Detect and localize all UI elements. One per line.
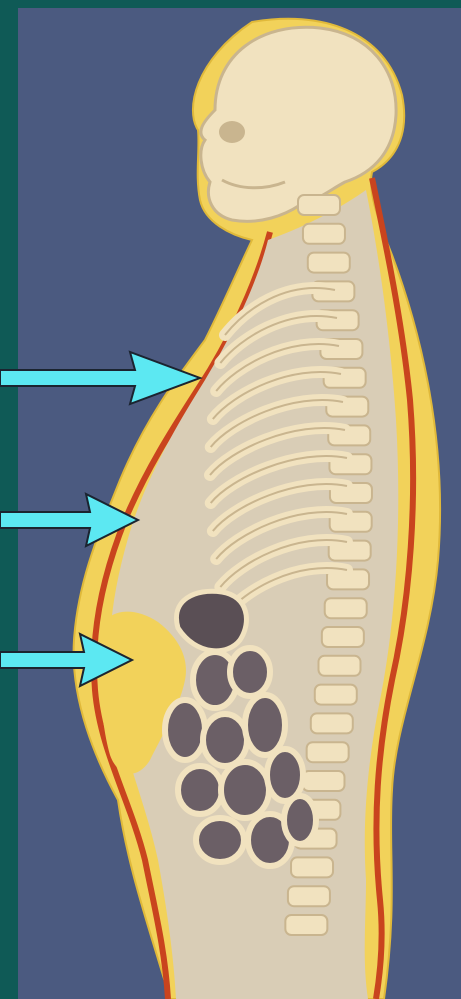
intestine-loop [165, 700, 205, 760]
intestine-loop [284, 796, 316, 844]
vertebra [288, 886, 330, 906]
vertebra [307, 742, 349, 762]
vertebra [302, 771, 344, 791]
vertebra [319, 656, 361, 676]
vertebra [303, 224, 345, 244]
intestine-loop [196, 818, 244, 862]
intestine-loop [203, 714, 247, 766]
vertebra [315, 685, 357, 705]
vertebra [311, 713, 353, 733]
intestine-loop [221, 762, 269, 818]
intestine-loop [230, 648, 270, 696]
vertebra [298, 195, 340, 215]
vertebra [325, 598, 367, 618]
vertebra [322, 627, 364, 647]
vertebra [285, 915, 327, 935]
stomach [176, 591, 246, 651]
intestine-loop [178, 766, 222, 814]
vertebra [308, 253, 350, 273]
intestine-loop [245, 695, 285, 755]
vertebra [291, 857, 333, 877]
